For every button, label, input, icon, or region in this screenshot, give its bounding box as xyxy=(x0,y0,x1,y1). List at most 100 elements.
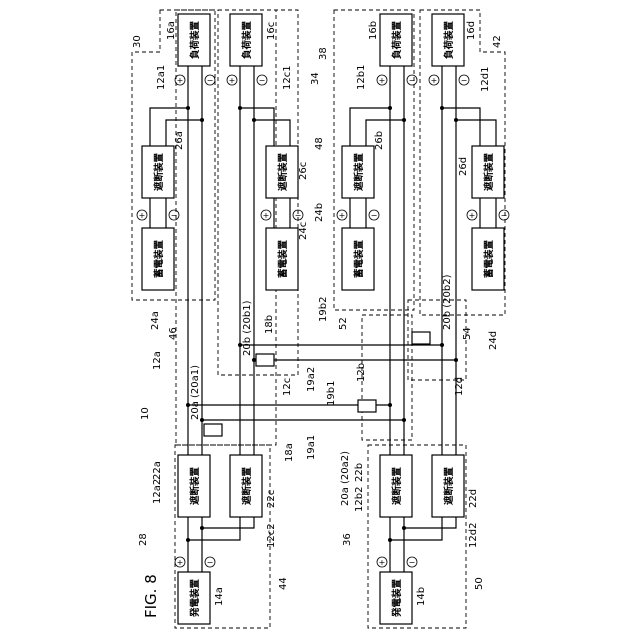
label-28: 28 xyxy=(138,533,149,546)
label-14b: 14b xyxy=(416,587,427,606)
label-12c2: 12c2 xyxy=(266,523,277,548)
label-20b2: 20b (20b2) xyxy=(442,274,453,330)
generator-14a-text: 発電装置 xyxy=(189,579,201,619)
breaker-22c-text: 遮断装置 xyxy=(241,467,253,506)
breaker-26d-text: 遮断装置 xyxy=(483,153,495,192)
svg-text:−: − xyxy=(461,76,468,85)
svg-text:−: − xyxy=(409,76,416,85)
breaker-26a: 遮断装置 xyxy=(142,146,174,198)
load-16b-text: 負荷装置 xyxy=(391,21,403,60)
switch-20a1 xyxy=(204,424,222,436)
switch-20b1 xyxy=(256,354,274,366)
branch-26d-neg xyxy=(456,120,496,146)
label-16d: 16d xyxy=(466,21,477,40)
branch-22c-link xyxy=(202,517,254,528)
breaker-26d: 遮断装置 xyxy=(472,146,504,198)
storage-24b-text: 蓄電装置 xyxy=(353,240,365,279)
label-24b: 24b xyxy=(314,203,325,222)
svg-text:−: − xyxy=(371,211,378,220)
label-12b: 12b xyxy=(356,363,367,382)
breaker-22a-text: 遮断装置 xyxy=(189,467,201,506)
storage-24d-text: 蓄電装置 xyxy=(483,240,495,279)
label-14a: 14a xyxy=(214,587,225,606)
switch-20b2 xyxy=(412,332,430,344)
label-12d2: 12d2 xyxy=(468,523,479,548)
label-26c: 26c xyxy=(298,162,309,180)
breaker-22d: 遮断装置 xyxy=(432,455,464,517)
label-42: 42 xyxy=(492,35,503,48)
label-26b: 26b xyxy=(374,131,385,150)
label-44: 44 xyxy=(278,577,289,590)
switch-20a2 xyxy=(358,400,376,412)
branch-26d xyxy=(442,108,480,146)
label-26d: 26d xyxy=(458,157,469,176)
label-16a: 16a xyxy=(166,21,177,40)
label-12a1: 12a1 xyxy=(156,65,167,90)
svg-text:+: + xyxy=(177,76,184,85)
label-36: 36 xyxy=(342,533,353,546)
label-52: 52 xyxy=(338,317,349,330)
label-20a1: 20a (20a1) xyxy=(190,365,201,420)
breaker-22a: 遮断装置 xyxy=(178,455,210,517)
label-16b: 16b xyxy=(368,21,379,40)
label-24d: 24d xyxy=(488,331,499,350)
label-30: 30 xyxy=(132,35,143,48)
svg-text:−: − xyxy=(295,211,302,220)
svg-text:+: + xyxy=(379,558,386,567)
breaker-26b: 遮断装置 xyxy=(342,146,374,198)
label-16c: 16c xyxy=(266,22,277,40)
label-12d1: 12d1 xyxy=(480,67,491,92)
load-16b: 負荷装置 xyxy=(380,14,412,66)
storage-24b: 蓄電装置 xyxy=(342,228,374,290)
label-26a: 26a xyxy=(174,131,185,150)
breaker-22b: 遮断装置 xyxy=(380,455,412,517)
svg-text:+: + xyxy=(469,211,476,220)
branch-22d-link xyxy=(404,517,456,528)
storage-24c: 蓄電装置 xyxy=(266,228,298,290)
label-22d: 22d xyxy=(468,489,479,508)
storage-24a: 蓄電装置 xyxy=(142,228,174,290)
breaker-22b-text: 遮断装置 xyxy=(391,467,403,506)
label-19a2: 19a2 xyxy=(306,367,317,392)
load-16d: 負荷装置 xyxy=(432,14,464,66)
branch-26c xyxy=(240,108,274,146)
label-19a1: 19a1 xyxy=(306,435,317,460)
label-22b: 22b xyxy=(354,463,365,482)
label-12c: 12c xyxy=(282,378,293,396)
load-16c: 負荷装置 xyxy=(230,14,262,66)
breaker-26c: 遮断装置 xyxy=(266,146,298,198)
svg-text:+: + xyxy=(139,211,146,220)
svg-text:−: − xyxy=(501,211,508,220)
svg-text:+: + xyxy=(177,558,184,567)
svg-text:+: + xyxy=(339,211,346,220)
breaker-26c-text: 遮断装置 xyxy=(277,153,289,192)
label-20a2: 20a (20a2) xyxy=(340,451,351,506)
label-38: 38 xyxy=(318,47,329,60)
branch-26b-neg xyxy=(366,120,404,146)
svg-text:−: − xyxy=(259,76,266,85)
label-24c: 24c xyxy=(298,222,309,240)
junction-dots xyxy=(186,106,458,542)
storage-24a-text: 蓄電装置 xyxy=(153,240,165,279)
load-16c-text: 負荷装置 xyxy=(241,21,253,60)
label-34: 34 xyxy=(310,72,321,85)
figure-title: FIG. 8 xyxy=(142,574,160,618)
label-12c1: 12c1 xyxy=(282,65,293,90)
branch-26c-neg xyxy=(254,120,290,146)
label-24a: 24a xyxy=(150,311,161,330)
label-18a: 18a xyxy=(284,443,295,462)
breaker-26a-text: 遮断装置 xyxy=(153,153,165,192)
svg-text:+: + xyxy=(379,76,386,85)
label-18b: 18b xyxy=(264,315,275,334)
system-ref: 10 xyxy=(140,407,151,420)
svg-text:−: − xyxy=(171,211,178,220)
label-22a: 22a xyxy=(152,461,163,480)
label-12a2: 12a2 xyxy=(152,479,163,504)
label-12d: 12d xyxy=(454,377,465,396)
breaker-22c: 遮断装置 xyxy=(230,455,262,517)
svg-text:+: + xyxy=(431,76,438,85)
label-54: 54 xyxy=(462,327,473,340)
svg-text:+: + xyxy=(263,211,270,220)
svg-text:−: − xyxy=(207,76,214,85)
generator-14b: 発電装置 xyxy=(380,572,412,624)
